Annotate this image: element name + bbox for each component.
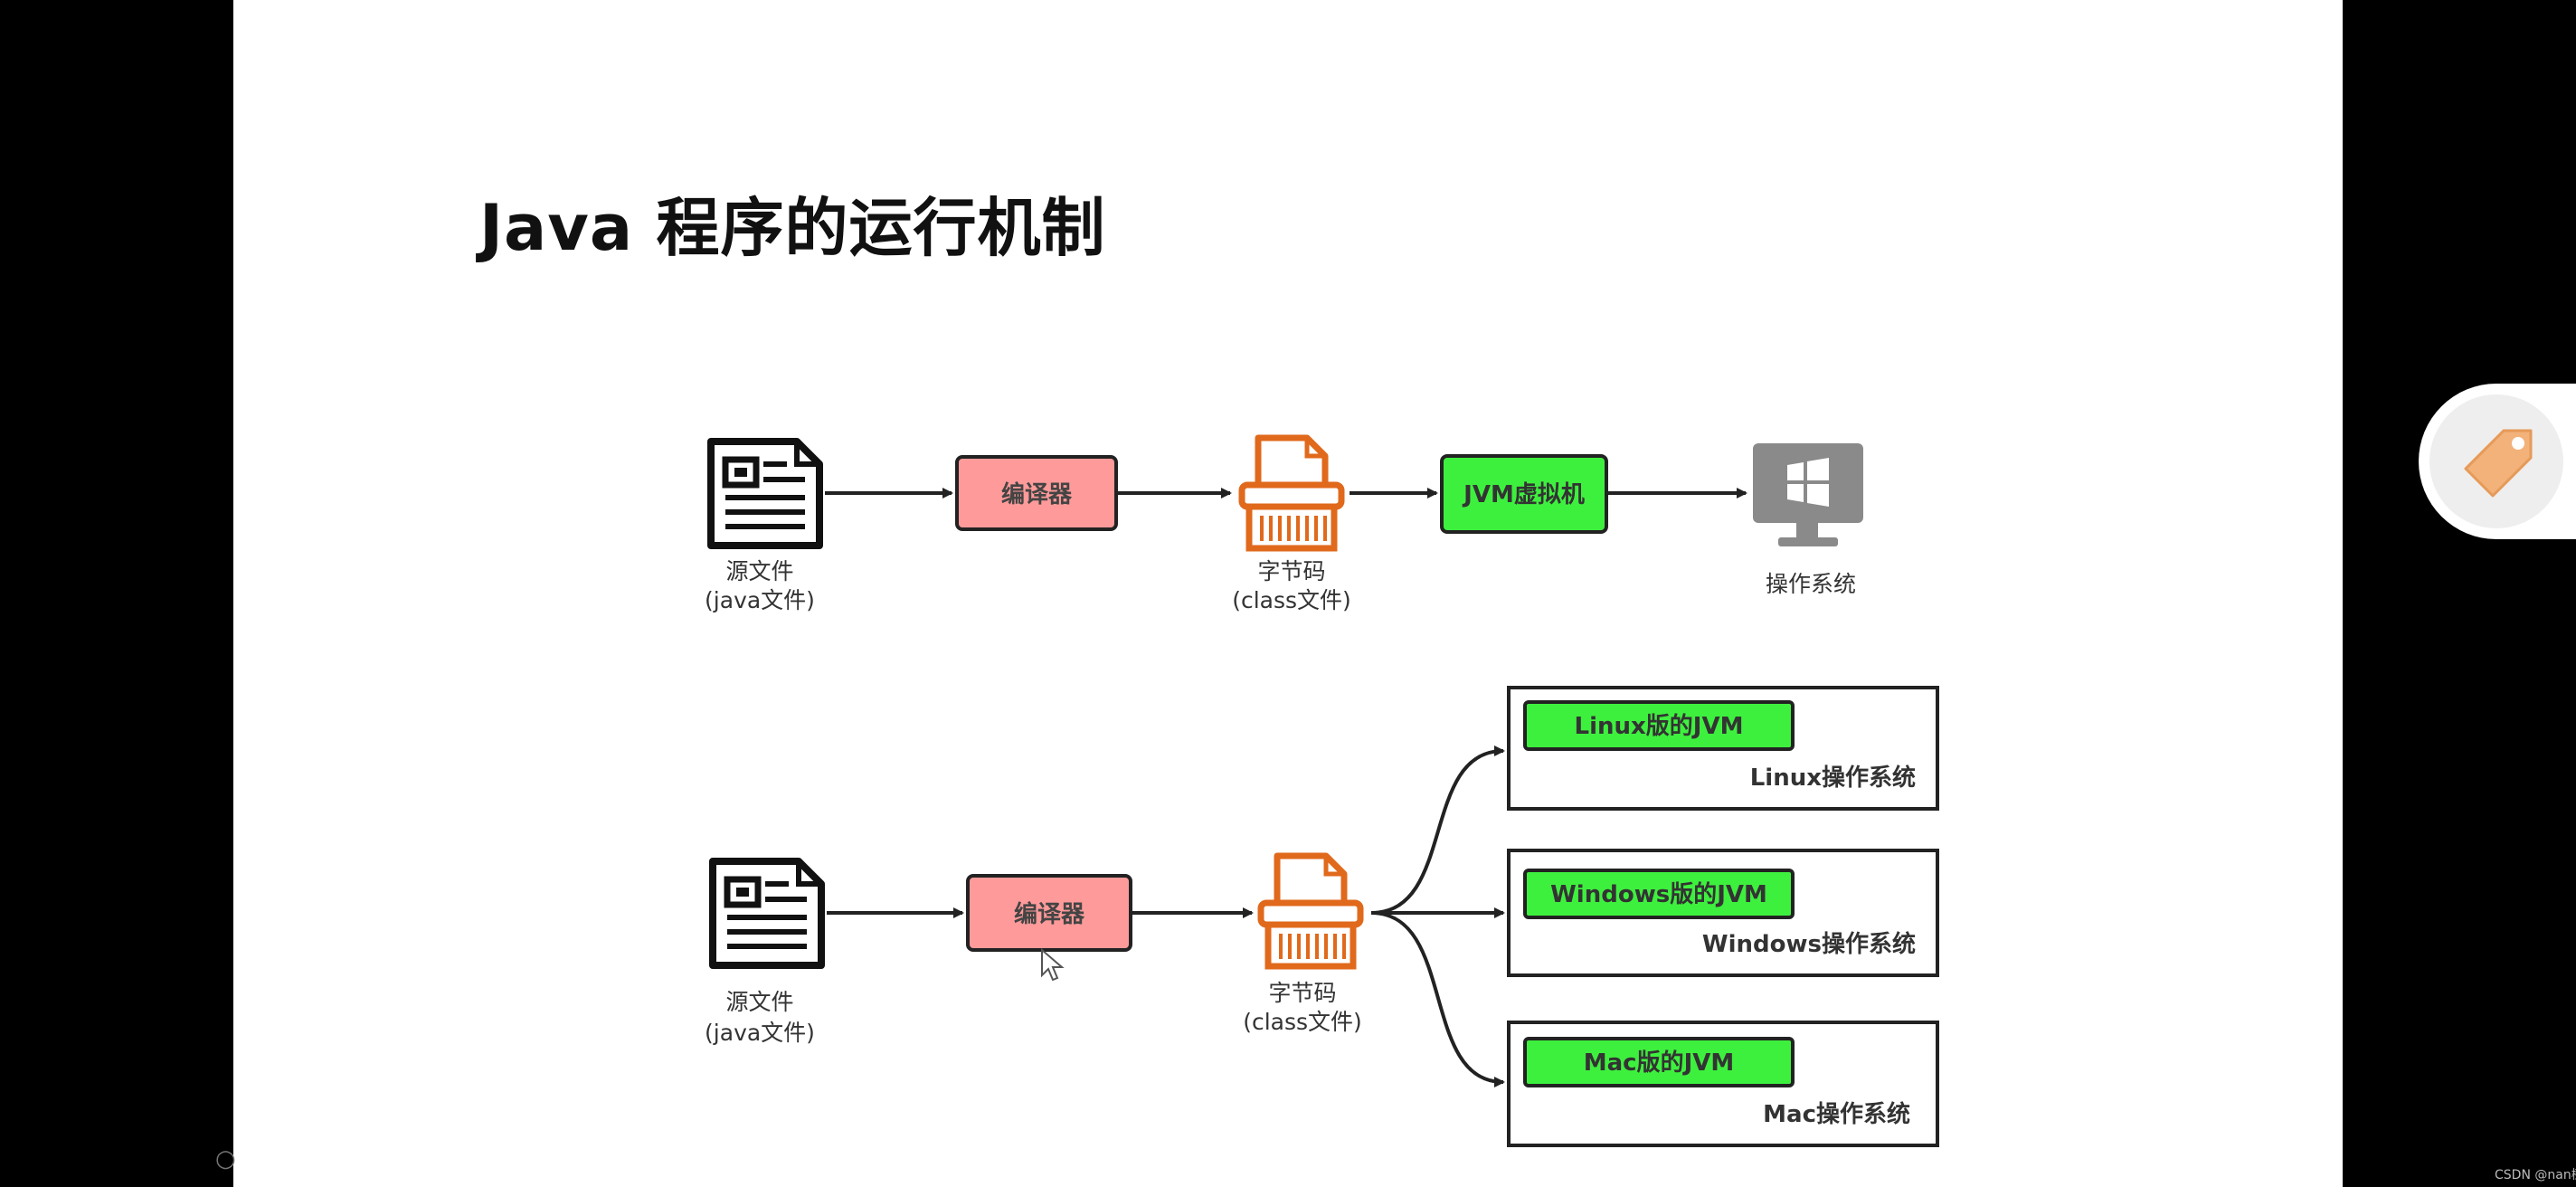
floating-tag-button-inner	[2429, 394, 2563, 528]
platform-windows: Windows版的JVM Windows操作系统	[1507, 849, 1939, 977]
printer-icon	[1261, 856, 1360, 966]
os-label: Windows操作系统	[1702, 930, 1916, 958]
jvm-label: Mac版的JVM	[1584, 1049, 1735, 1077]
windows-monitor-icon	[1753, 443, 1863, 546]
bytecode-sublabel: (class文件)	[1232, 587, 1351, 613]
jvm-label: Linux版的JVM	[1575, 712, 1744, 740]
bytecode-label: 字节码	[1257, 558, 1325, 584]
tag-icon	[2464, 429, 2533, 498]
platform-mac: Mac版的JVM Mac操作系统	[1507, 1021, 1939, 1147]
floating-tag-button[interactable]	[2419, 384, 2576, 539]
platform-linux: Linux版的JVM Linux操作系统	[1507, 686, 1939, 811]
arrow-mac	[1370, 911, 1505, 1087]
document-icon	[713, 861, 821, 965]
slide: Java 程序的运行机制	[233, 0, 2343, 1187]
document-icon	[711, 442, 819, 546]
bytecode-label: 字节码	[1268, 980, 1336, 1006]
partial-icon: ○	[215, 1145, 236, 1173]
arrow-linux	[1370, 745, 1505, 915]
bytecode-sublabel: (class文件)	[1243, 1009, 1362, 1035]
watermark: CSDN @nan樹	[2495, 1168, 2576, 1182]
page-title: Java 程序的运行机制	[479, 191, 1106, 265]
cursor-icon	[1041, 947, 1065, 982]
compiler-label: 编译器	[1001, 480, 1073, 508]
source-sublabel: (java文件)	[705, 1020, 815, 1046]
compiler-box	[966, 874, 1132, 952]
jvm-label: JVM虚拟机	[1462, 481, 1585, 508]
jvm-label: Windows版的JVM	[1550, 880, 1767, 908]
printer-icon	[1242, 438, 1341, 548]
source-sublabel: (java文件)	[705, 587, 815, 613]
source-label: 源文件	[725, 989, 793, 1015]
source-label: 源文件	[725, 558, 793, 584]
compiler-label: 编译器	[1014, 900, 1085, 928]
os-label: Linux操作系统	[1750, 764, 1916, 792]
os-label: 操作系统	[1766, 571, 1856, 597]
os-label: Mac操作系统	[1763, 1100, 1910, 1128]
